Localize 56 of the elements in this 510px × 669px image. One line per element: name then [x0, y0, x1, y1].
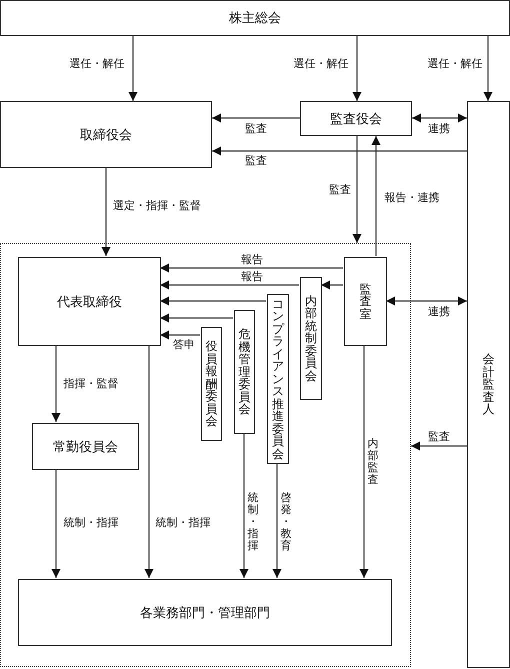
arrow [321, 280, 343, 290]
arrow [412, 114, 467, 122]
board-box: 監査役会 [300, 101, 412, 136]
arrow [52, 345, 60, 422]
edge-label: 監査 [244, 154, 268, 168]
edge-label: 選定・指揮・監督 [112, 200, 202, 212]
arrow [352, 36, 362, 101]
edge-label: 連携 [427, 122, 451, 136]
arrow [102, 168, 110, 256]
officer-box: 代表取締役 [18, 257, 161, 346]
arrow [160, 280, 299, 290]
arrow [386, 296, 467, 306]
edge-label: 選任・解任 [426, 58, 484, 70]
arrow [372, 136, 380, 256]
edge-label: 連携 [427, 306, 451, 318]
edge-label: 指揮・監督 [62, 378, 120, 390]
meeting-box: 株主総会 [0, 0, 510, 36]
edge-label: 統制・指揮 [246, 492, 260, 552]
arrow [240, 433, 248, 578]
edge-label: 監査 [427, 430, 451, 444]
arrow [160, 330, 200, 340]
committee-box: コンプライアンス推進委員会 [267, 294, 289, 464]
council-box: 常勤役員会 [32, 423, 139, 470]
group-frame [0, 243, 411, 667]
arrow [160, 314, 233, 322]
committee-box: 内部統制委員会 [300, 277, 322, 400]
arrow [272, 463, 282, 578]
arrow [484, 36, 492, 101]
arrow [52, 469, 60, 578]
arrow [128, 36, 138, 101]
edge-label: 報告 [240, 270, 264, 284]
arrow [352, 136, 362, 243]
edge-label: 統制・指揮 [154, 516, 212, 530]
arrow [360, 345, 368, 578]
arrow [160, 264, 343, 272]
board-box: 取締役会 [0, 101, 212, 168]
edge-label: 選任・解任 [68, 58, 126, 70]
arrow [411, 442, 467, 450]
edge-label: 内部監査 [366, 438, 380, 486]
committee-box: 危機管理委員会 [234, 310, 255, 434]
arrow [212, 114, 300, 122]
auditor-box: 会計監査人 [467, 101, 510, 668]
edge-label: 監査 [328, 184, 352, 196]
office-box: 監査室 [344, 257, 387, 346]
edge-label: 監査 [244, 122, 268, 136]
edge-label: 報告 [240, 254, 264, 266]
edge-label: 啓発・教育 [280, 492, 292, 552]
edge-label: 答申 [172, 338, 196, 352]
edge-label: 統制・指揮 [62, 516, 120, 530]
arrow [160, 296, 266, 306]
arrow [212, 146, 467, 156]
edge-label: 報告・連携 [384, 192, 440, 204]
department-box: 各業務部門・管理部門 [18, 579, 392, 646]
edge-label: 選任・解任 [292, 58, 350, 70]
committee-box: 役員報酬委員会 [201, 327, 222, 441]
arrow [144, 345, 154, 578]
